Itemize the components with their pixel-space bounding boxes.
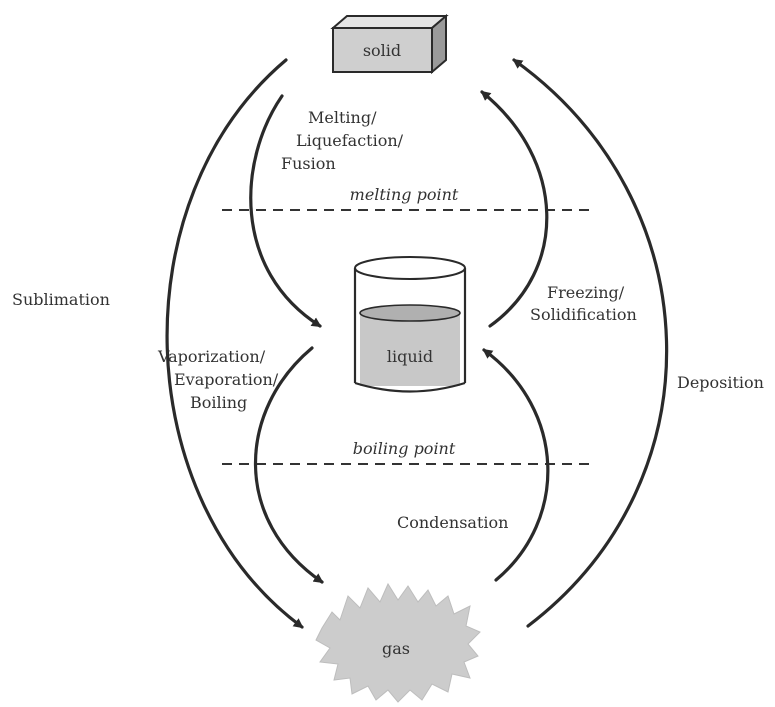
boiling-point-label: boiling point bbox=[353, 439, 456, 458]
melting-label: Melting/ Liquefaction/ Fusion bbox=[281, 108, 408, 173]
solid-label: solid bbox=[363, 41, 401, 60]
sublimation-arrow bbox=[165, 58, 304, 629]
vaporization-label: Vaporization/ Evaporation/ Boiling bbox=[157, 347, 283, 412]
vaporization-arrow bbox=[253, 346, 324, 584]
gas-cloud: gas bbox=[315, 582, 481, 703]
condensation-label: Condensation bbox=[397, 513, 508, 532]
deposition-arrow bbox=[512, 58, 669, 628]
melting-arrow bbox=[249, 94, 322, 328]
solid-block: solid bbox=[330, 13, 449, 75]
melting-point-label: melting point bbox=[350, 185, 459, 204]
freezing-label: Freezing/ Solidification bbox=[530, 283, 637, 324]
freezing-arrow bbox=[480, 90, 549, 328]
liquid-label: liquid bbox=[387, 347, 433, 366]
liquid-beaker: liquid bbox=[353, 256, 467, 393]
deposition-label: Deposition bbox=[677, 373, 764, 392]
sublimation-label: Sublimation bbox=[12, 290, 110, 309]
condensation-arrow bbox=[482, 348, 550, 582]
gas-label: gas bbox=[382, 639, 410, 658]
